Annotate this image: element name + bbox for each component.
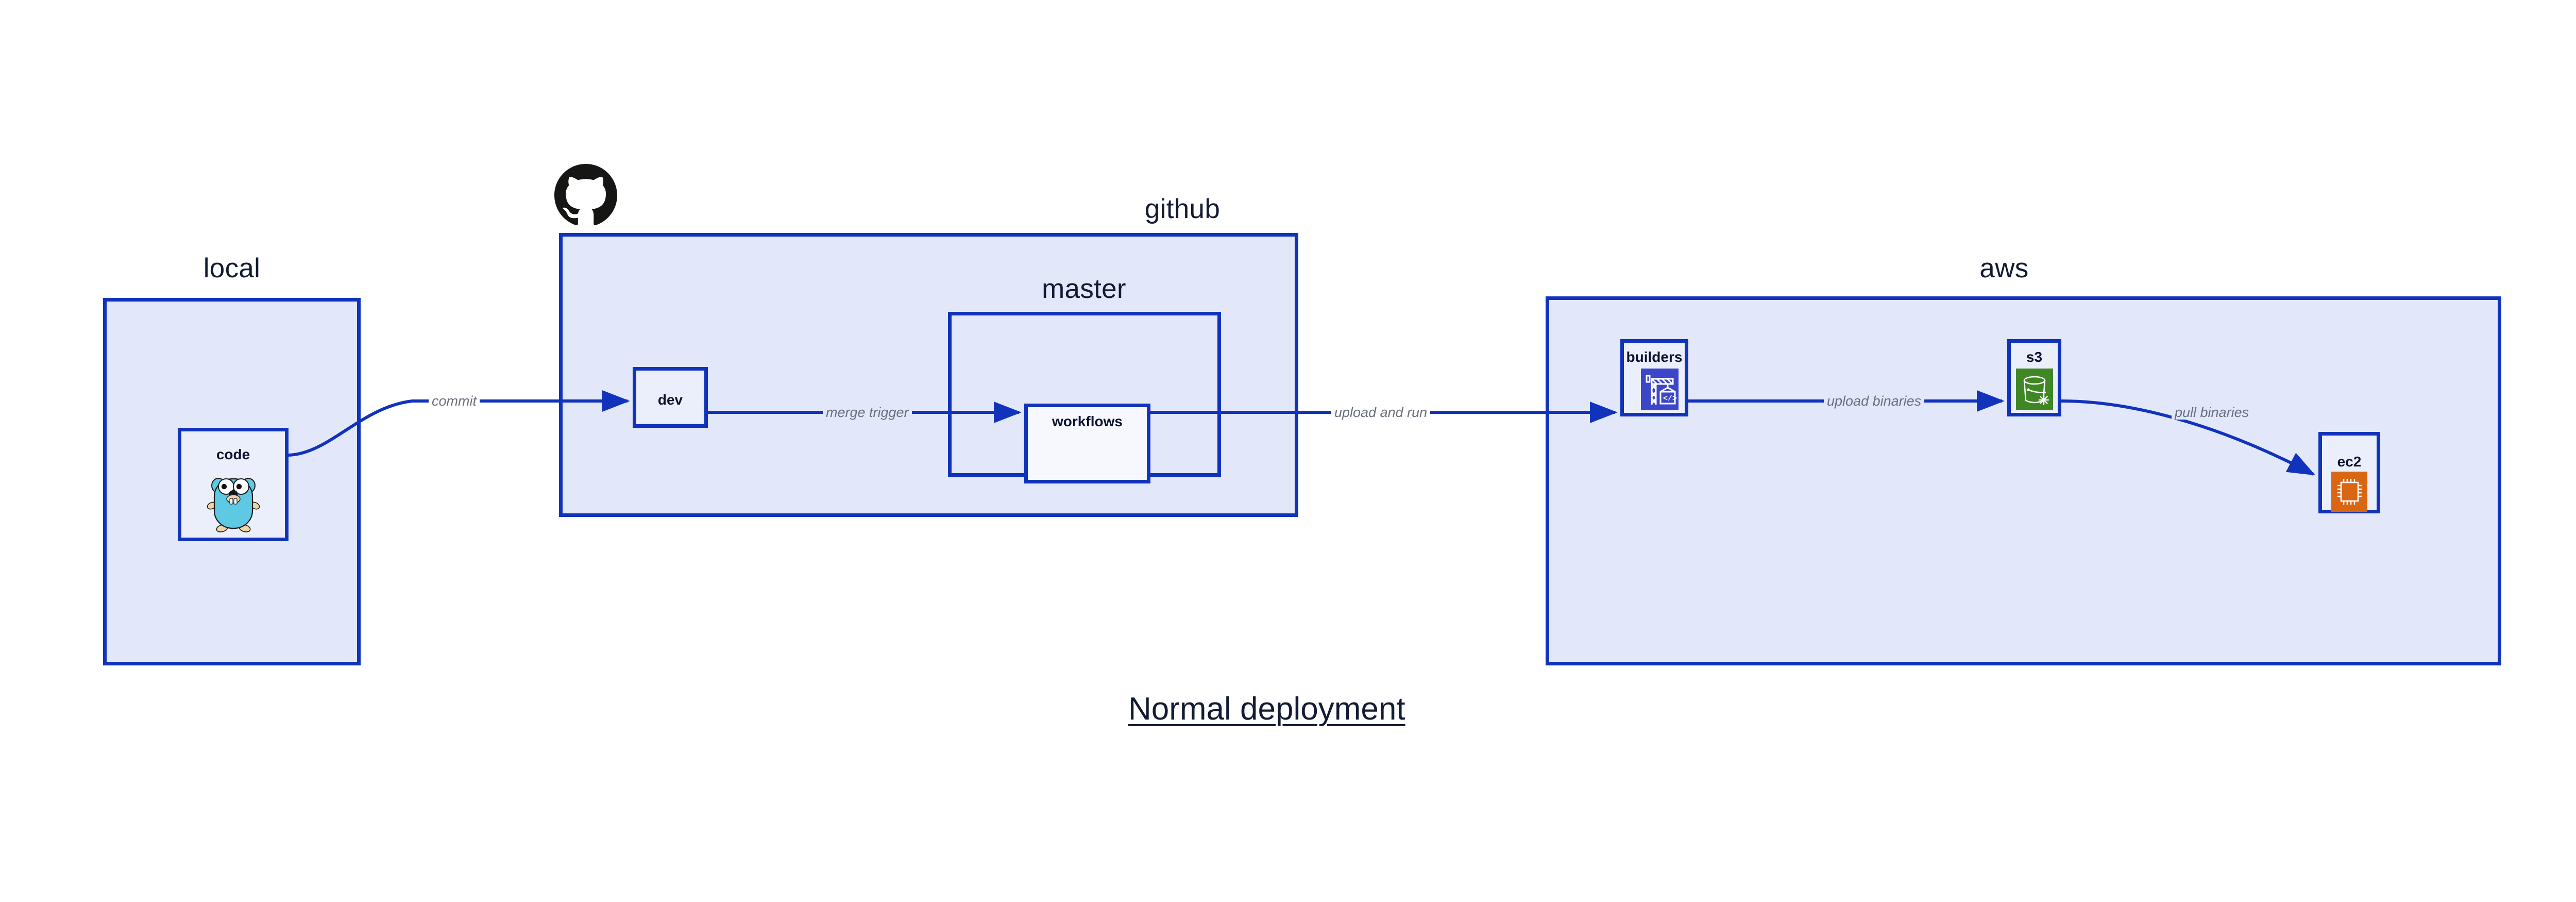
aws-s3-glacier-icon bbox=[2016, 369, 2053, 410]
edge-label-commit: commit bbox=[429, 394, 480, 408]
node-box-dev[interactable] bbox=[633, 367, 708, 428]
node-label-workflows: workflows bbox=[1052, 413, 1123, 429]
edge-label-upload-and-run: upload and run bbox=[1331, 405, 1431, 420]
node-label-ec2: ec2 bbox=[2337, 454, 2362, 470]
page-title: Normal deployment bbox=[1128, 691, 1405, 727]
aws-ec2-icon bbox=[2331, 472, 2367, 512]
github-octocat-logo bbox=[554, 164, 617, 227]
go-gopher-icon bbox=[205, 472, 262, 532]
node-label-builders: builders bbox=[1626, 349, 1683, 365]
group-label-github: github bbox=[1144, 194, 1221, 224]
node-label-code: code bbox=[216, 446, 250, 462]
edge-label-upload-binaries: upload binaries bbox=[1824, 394, 1925, 408]
aws-codebuild-icon: </> bbox=[1641, 369, 1679, 410]
group-label-aws: aws bbox=[1979, 253, 2029, 283]
node-box-workflows[interactable] bbox=[1024, 404, 1150, 483]
node-label-dev: dev bbox=[657, 392, 683, 408]
edge-label-pull-binaries: pull binaries bbox=[2172, 405, 2252, 420]
group-label-master: master bbox=[1042, 274, 1126, 304]
node-label-s3: s3 bbox=[2026, 349, 2043, 365]
svg-text:</>: </> bbox=[1663, 394, 1677, 403]
edge-label-merge-trigger: merge trigger bbox=[823, 405, 912, 420]
group-label-local: local bbox=[203, 253, 261, 283]
